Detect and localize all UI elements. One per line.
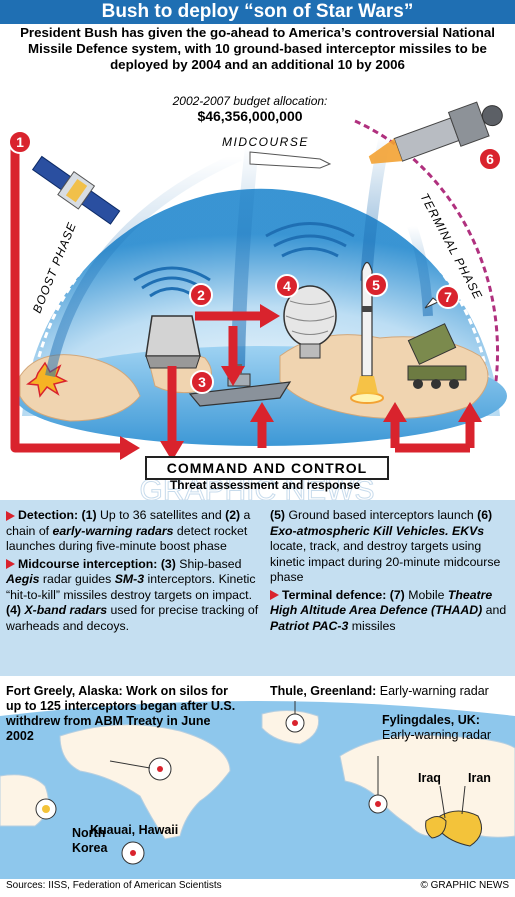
terminal-paragraph: Terminal defence: (7) Mobile Theatre Hig…	[270, 587, 507, 633]
sources-footnote: Sources: IISS, Federation of American Sc…	[6, 880, 222, 891]
midcourse-paragraph: Midcourse interception: (3) Ship-based A…	[6, 556, 259, 633]
thule-label: Thule, Greenland: Early-warning radar	[270, 684, 489, 698]
svg-text:7: 7	[444, 289, 452, 305]
iran-label: Iran	[468, 771, 491, 785]
north-korea-label: North Korea	[72, 826, 108, 855]
bullet-triangle-icon	[6, 510, 15, 521]
midcourse-paragraph-continued: (5) Ground based interceptors launch (6)…	[270, 508, 501, 584]
world-map	[0, 676, 515, 879]
landmass-iraq	[425, 816, 447, 839]
svg-text:1: 1	[16, 134, 24, 150]
marker-4: 4	[275, 274, 299, 298]
marker-5: 5	[364, 273, 388, 297]
signal-arrows	[10, 146, 475, 453]
hawaii-label: Kuauai, Hawaii	[90, 823, 179, 837]
detection-paragraph: Detection: (1) Up to 36 satellites and (…	[6, 508, 251, 553]
budget-value: $46,356,000,000	[197, 108, 303, 124]
satellite-icon	[31, 155, 121, 225]
budget-label: 2002-2007 budget allocation:	[172, 94, 328, 108]
svg-text:6: 6	[486, 151, 494, 167]
marker-1: 1	[8, 130, 32, 154]
landmass-iran	[439, 810, 483, 847]
bullet-triangle-icon	[270, 590, 279, 601]
marker-7: 7	[436, 285, 460, 309]
description-column-left: Detection: (1) Up to 36 satellites and (…	[6, 508, 264, 636]
missile-defence-diagram: BOOST PHASE MIDCOURSE TERMINAL PHASE 1 2…	[8, 101, 507, 500]
arrow-heads	[120, 304, 482, 461]
thaad-launcher-icon	[407, 297, 467, 389]
early-warning-radar-icon	[145, 315, 201, 357]
svg-text:4: 4	[283, 278, 291, 294]
copyright-notice: © GRAPHIC NEWS	[420, 880, 510, 891]
fylingdales-label: Fylingdales, UK:Early-warning radar	[382, 713, 492, 742]
page-subtitle: President Bush has given the go-ahead to…	[20, 25, 495, 72]
world-map-panel: Fort Greely, Alaska: Work on silos for u…	[0, 676, 515, 879]
midcourse-label: MIDCOURSE	[222, 135, 309, 149]
interceptor-trail-ship	[231, 145, 259, 367]
svg-text:3: 3	[198, 374, 206, 390]
kill-vehicle-icon	[368, 101, 503, 164]
svg-text:2: 2	[197, 287, 205, 303]
fort-greely-label: Fort Greely, Alaska: Work on silos for u…	[6, 684, 236, 743]
description-panel: Detection: (1) Up to 36 satellites and (…	[0, 500, 515, 676]
terminal-arc	[354, 119, 500, 407]
boost-trail	[45, 151, 243, 377]
command-and-control-subtitle: Threat assessment and response	[169, 478, 361, 492]
marker-6: 6	[478, 147, 502, 171]
iraq-label: Iraq	[418, 771, 441, 785]
landmass-americas	[59, 724, 231, 840]
warhead-icon	[249, 151, 332, 169]
marker-3: 3	[190, 370, 214, 394]
svg-text:5: 5	[372, 277, 380, 293]
landmass-asia-east	[0, 774, 49, 827]
midcourse-arc	[28, 177, 494, 407]
command-and-control-box: COMMAND AND CONTROL	[145, 456, 389, 480]
x-band-radar-icon	[283, 285, 337, 359]
page-title: Bush to deploy “son of Star Wars”	[0, 0, 515, 24]
bullet-triangle-icon	[6, 559, 15, 570]
description-column-right: (5) Ground based interceptors launch (6)…	[270, 508, 510, 636]
marker-2: 2	[189, 283, 213, 307]
